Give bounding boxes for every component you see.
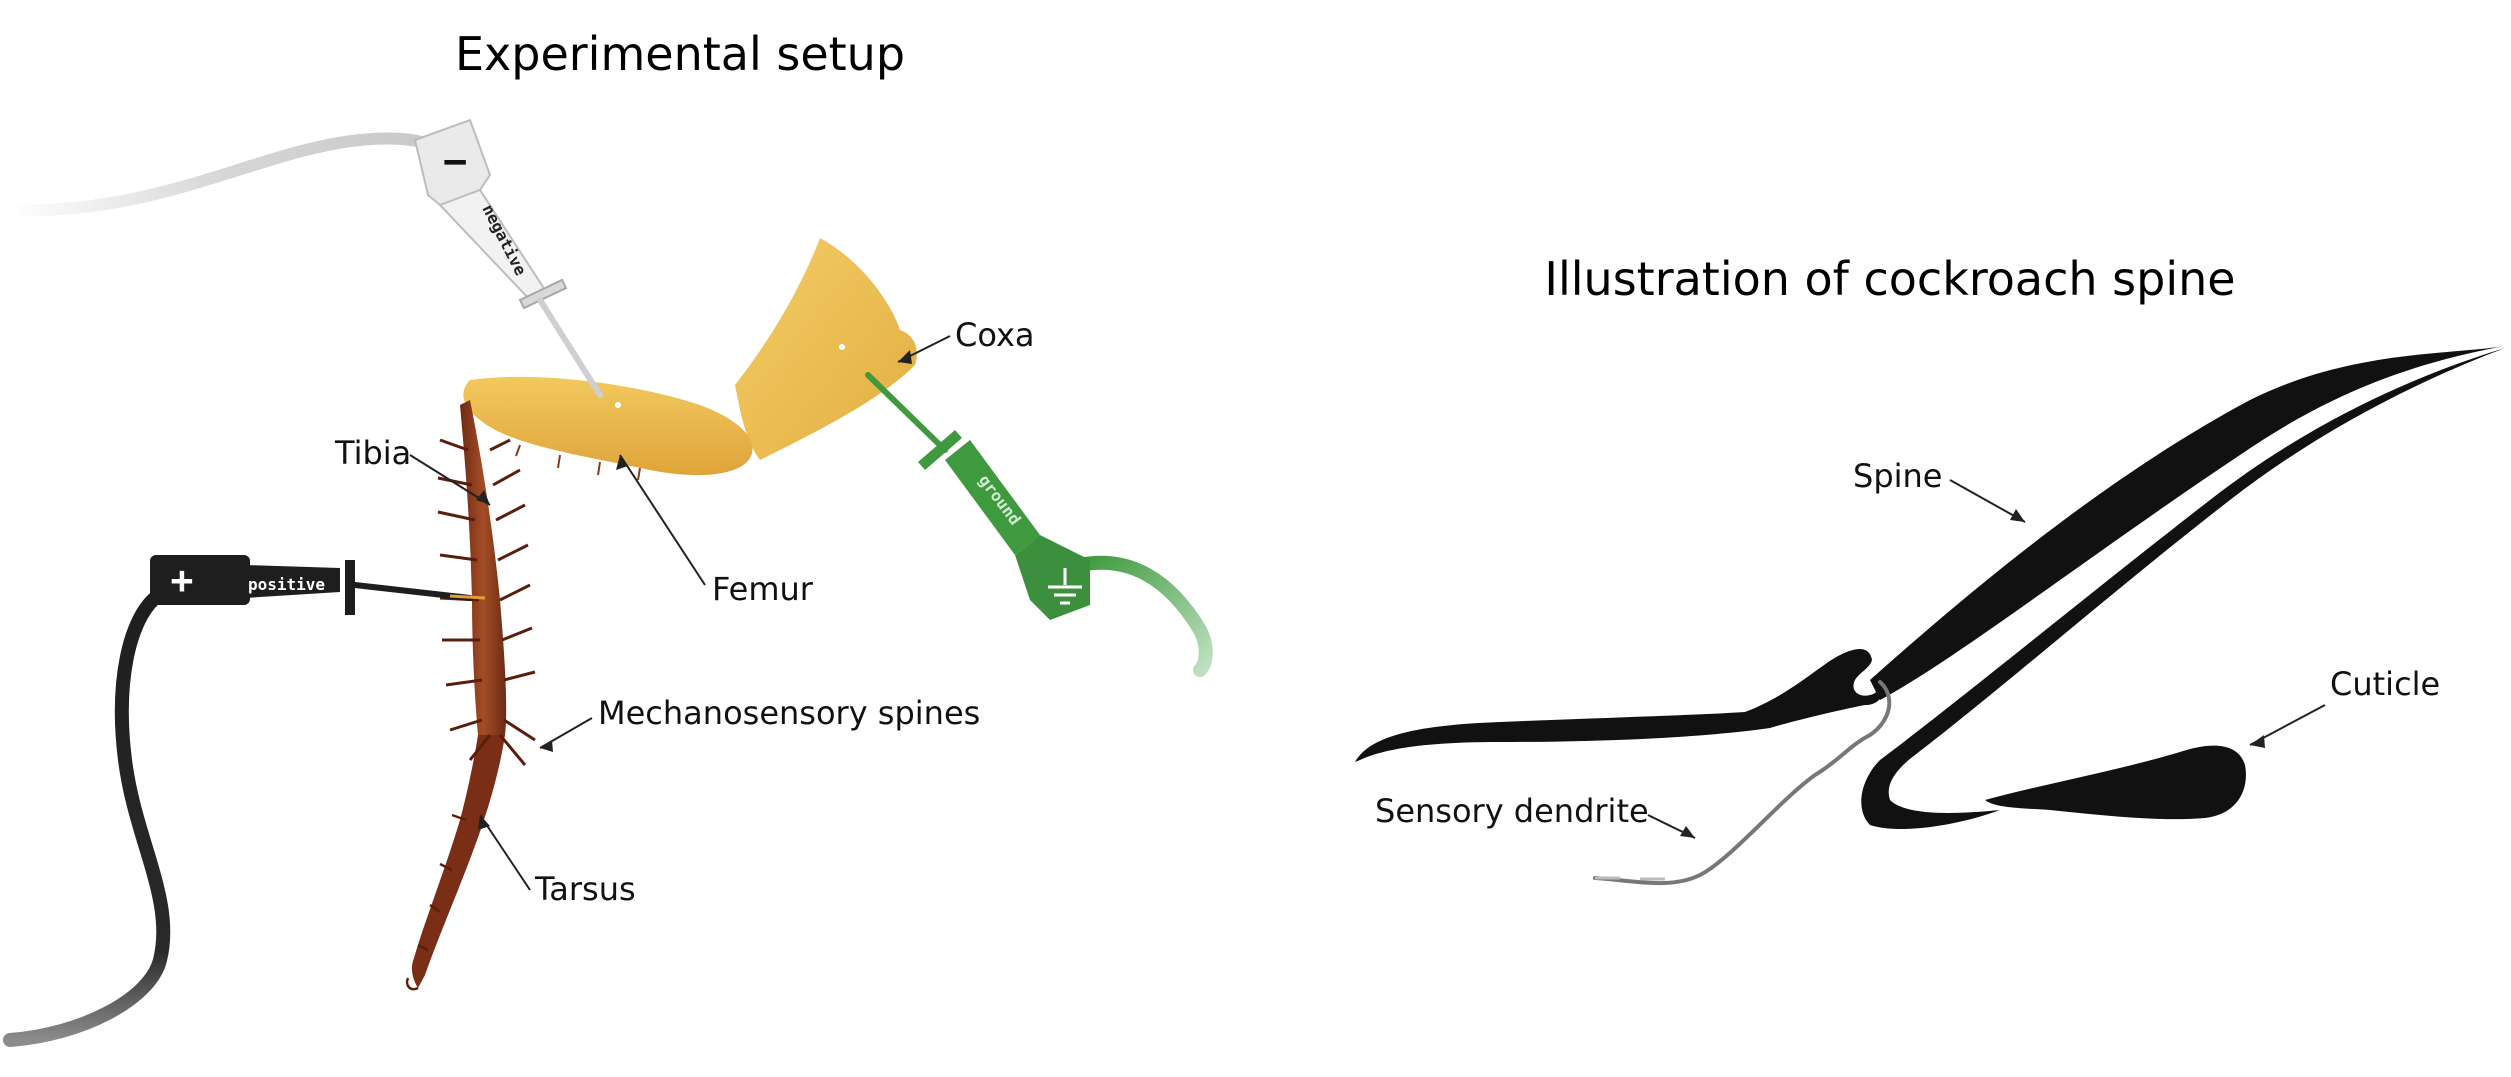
cockroach-spine-panel: Illustration of cockroach spine Spine Cu… <box>1355 252 2505 886</box>
sensory-dendrite-end <box>1595 876 1665 881</box>
ground-probe-flange <box>918 430 962 470</box>
femur-spines <box>515 444 641 481</box>
spine-label: Spine <box>1853 457 1942 495</box>
cockroach-spine-title: Illustration of cockroach spine <box>1544 252 2235 306</box>
tarsus-leader <box>479 814 531 891</box>
femur-pin <box>615 402 621 408</box>
tarsus-spines <box>405 813 467 991</box>
ground-probe-needle <box>865 372 948 453</box>
negative-probe-needle <box>537 297 603 398</box>
negative-probe-cable <box>4 132 446 217</box>
experimental-setup-panel: Experimental setup <box>3 27 1213 1047</box>
leader-arrowheads <box>476 350 2265 838</box>
femur-label: Femur <box>712 570 814 608</box>
positive-probe-handle <box>150 555 250 605</box>
tibia-leader <box>409 454 491 506</box>
ground-probe-cable <box>1073 555 1213 677</box>
experimental-setup-title: Experimental setup <box>455 27 905 81</box>
negative-probe[interactable]: − negative <box>413 118 603 398</box>
ground-probe[interactable]: ground <box>865 372 1090 620</box>
ground-probe-body <box>945 440 1040 555</box>
cuticle-label: Cuticle <box>2330 665 2440 703</box>
positive-label: positive <box>248 575 325 594</box>
cuticle <box>1985 745 2246 820</box>
ground-icon <box>1048 568 1082 605</box>
coxa-pin <box>839 344 845 350</box>
base-cuticle <box>1355 648 1884 762</box>
coxa-label: Coxa <box>955 316 1034 354</box>
tibia-label: Tibia <box>334 434 411 472</box>
positive-probe-body <box>245 565 340 598</box>
negative-symbol: − <box>443 139 467 185</box>
coxa <box>735 238 917 460</box>
femur-leader <box>619 454 706 586</box>
positive-probe-tip <box>449 594 486 600</box>
tarsus <box>411 735 505 988</box>
spine <box>1870 346 2505 700</box>
positive-probe-flange <box>345 560 355 615</box>
negative-probe-flange <box>518 278 568 310</box>
ground-probe-handle <box>1015 535 1090 620</box>
femur <box>463 376 753 476</box>
positive-probe-cable <box>3 591 171 1047</box>
positive-probe[interactable]: + positive <box>150 555 486 615</box>
mechanosensory-spines-label: Mechanosensory spines <box>598 694 980 732</box>
positive-symbol: + <box>171 558 194 602</box>
spine-leader <box>1949 479 2026 523</box>
sensory-dendrite-label: Sensory dendrite <box>1375 792 1649 830</box>
tibia-spines <box>437 438 536 766</box>
sensory-dendrite <box>1593 680 1892 886</box>
tarsus-label: Tarsus <box>534 870 636 908</box>
